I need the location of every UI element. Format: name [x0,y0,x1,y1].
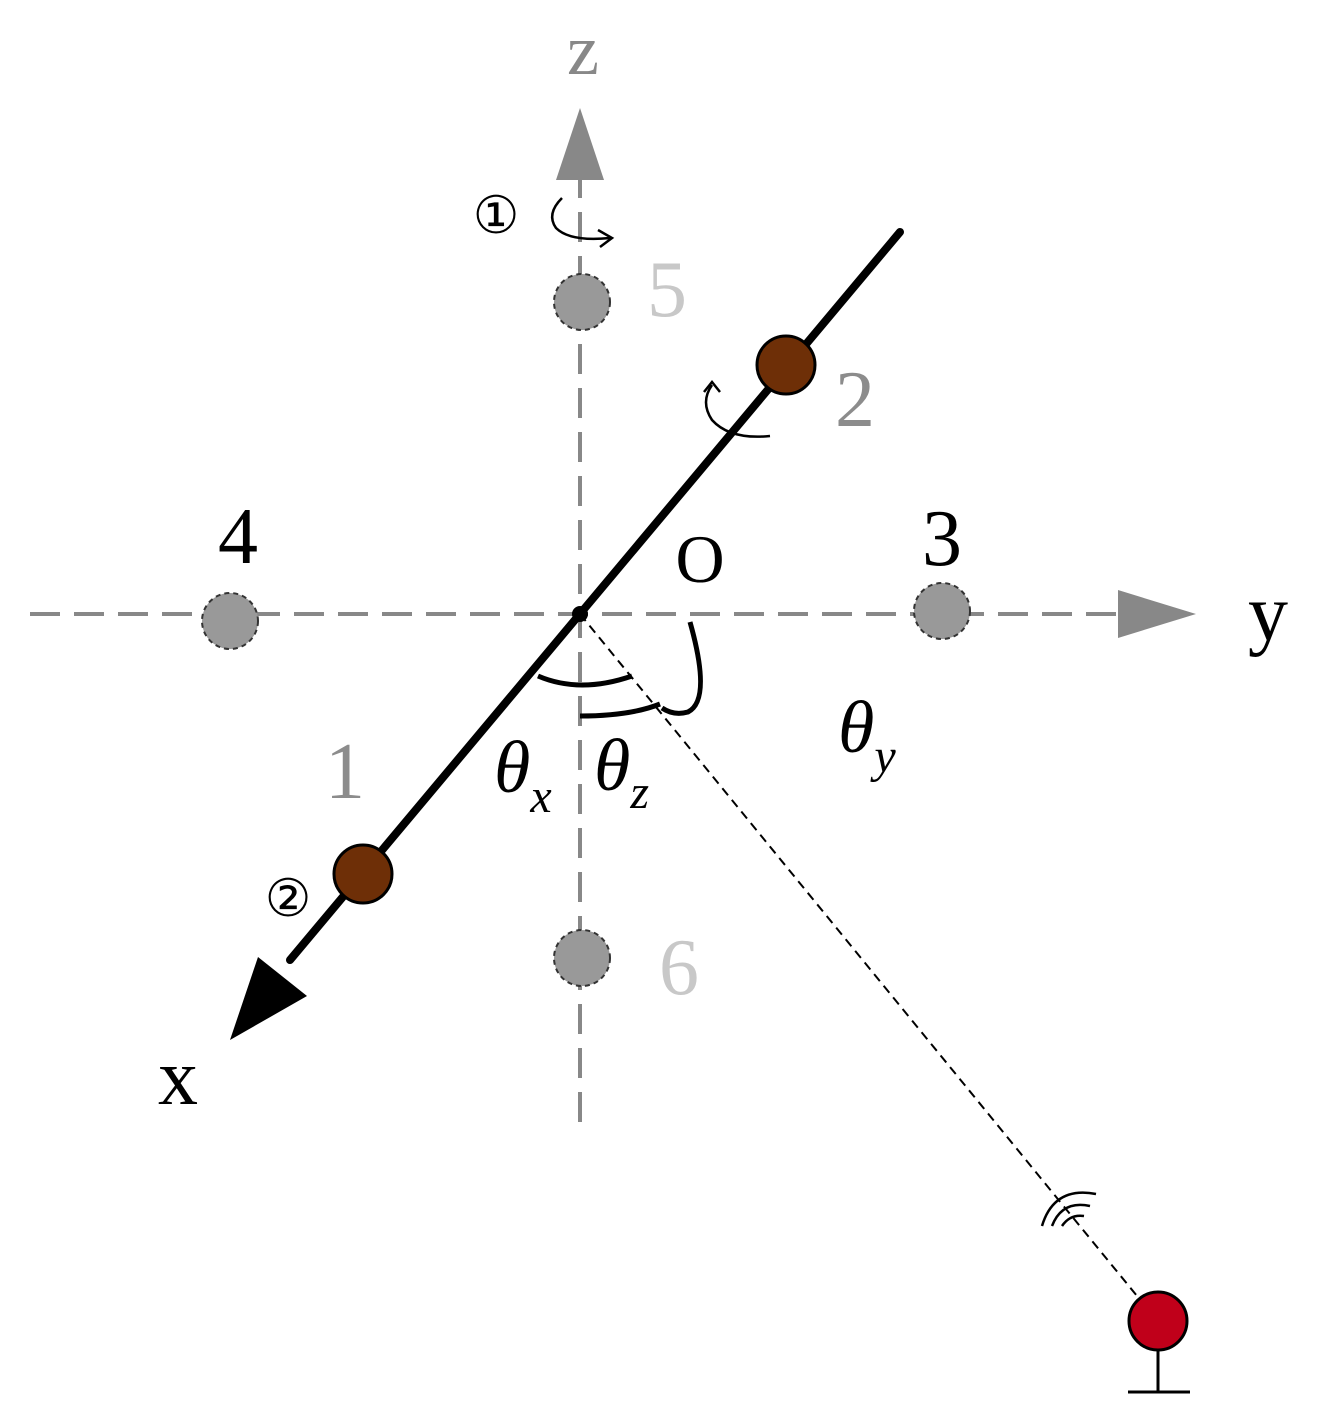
node-6-marker [553,929,611,987]
theta-z-symbol: θ [594,725,630,807]
theta-x-symbol: θ [494,727,530,809]
theta-y-subscript: y [869,730,896,783]
angle-arc-theta-y [660,621,703,716]
y-axis-arrowhead [1118,590,1196,638]
node-1-marker [332,843,394,905]
rotation-arrow-z-icon [550,197,615,248]
z-axis-arrowhead [556,108,604,180]
tag-marker [1127,1290,1189,1352]
node-3-marker [913,582,971,640]
z-axis-label: z [567,10,599,90]
y-axis-label: y [1248,570,1288,658]
theta-z-subscript: z [629,766,649,819]
theta-x-label: θx [494,727,552,823]
node-2-label: 2 [835,356,875,444]
node-1-label: 1 [325,728,365,816]
theta-x-subscript: x [529,770,551,823]
x-axis-label: x [158,1034,198,1122]
rotation-2-label: ② [265,871,312,928]
rotation-1-label: ① [473,188,520,245]
theta-z-label: θz [594,725,649,819]
node-6-label: 6 [659,924,699,1012]
node-4-marker [201,592,259,650]
origin-label: O [675,521,724,597]
theta-y-symbol: θ [838,687,874,769]
x-axis-arrowhead [230,957,307,1040]
node-4-label: 4 [218,493,258,581]
node-3-label: 3 [922,495,962,583]
angle-arc-theta-z [579,701,661,719]
theta-y-label: θy [838,687,896,783]
rotation-arrow-x-icon [703,379,771,438]
angle-arc-theta-x [537,673,633,688]
signal-waves-icon [1040,1191,1097,1227]
node-2-marker [755,334,817,396]
origin-point [572,606,588,622]
node-5-label: 5 [647,246,687,334]
tag-device [1127,1290,1190,1394]
node-5-marker [553,273,611,331]
